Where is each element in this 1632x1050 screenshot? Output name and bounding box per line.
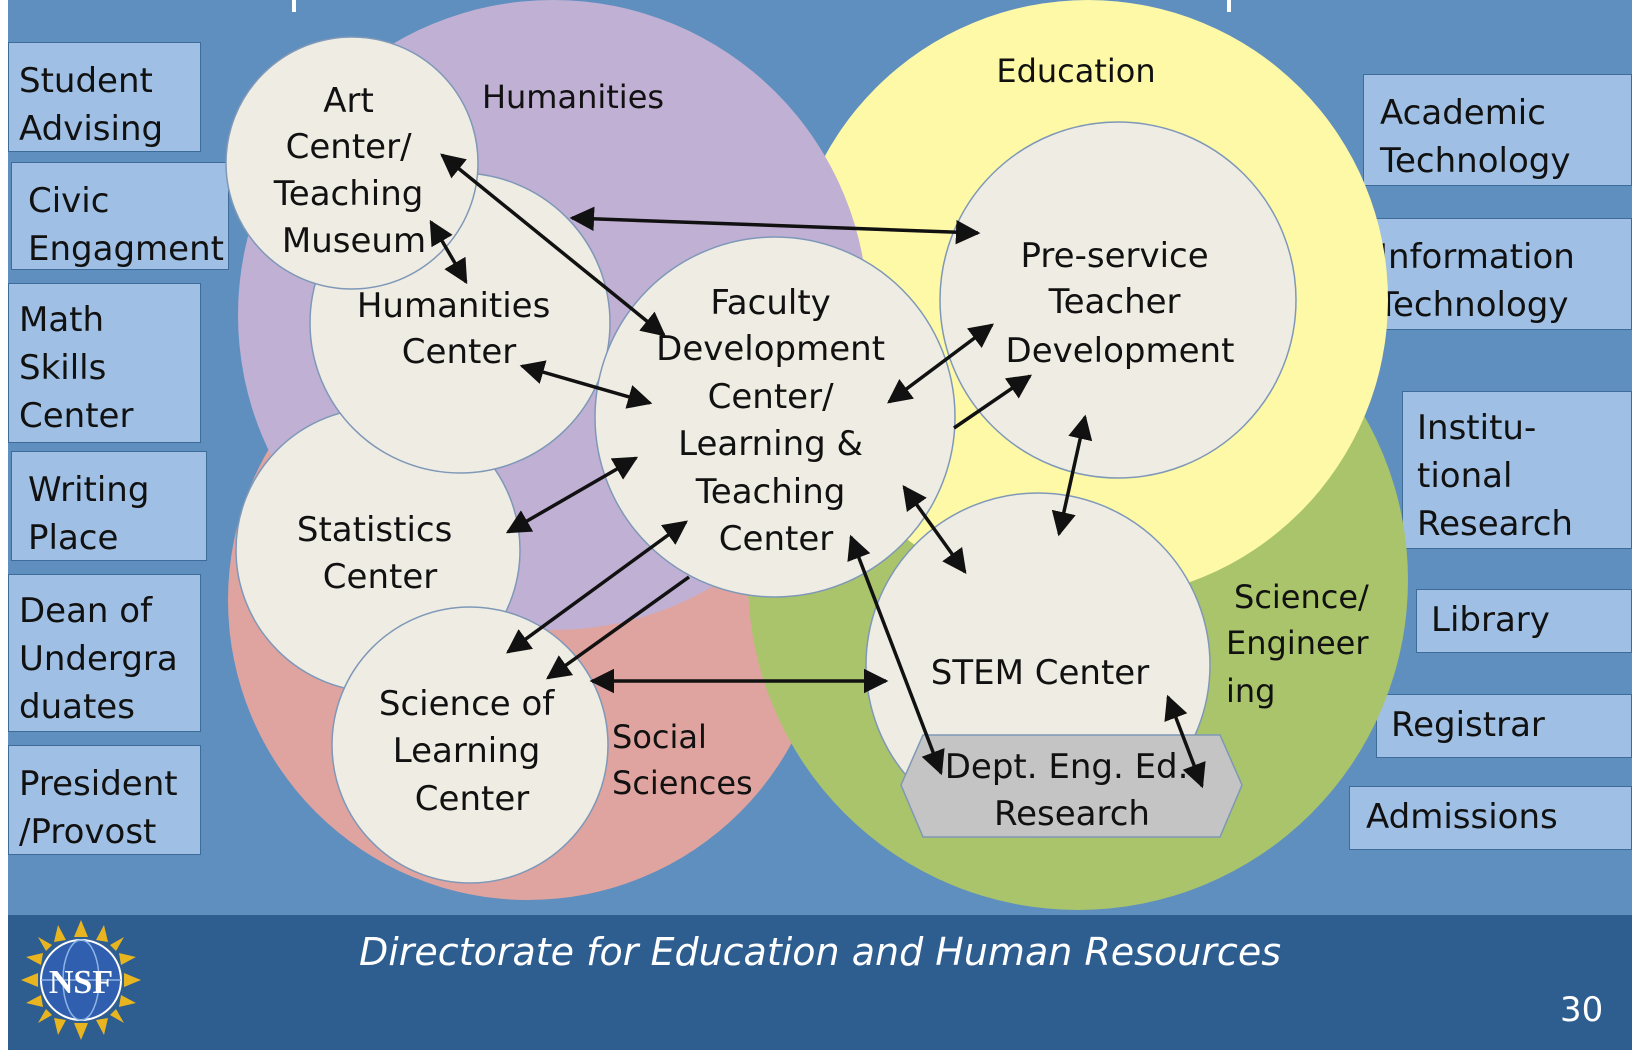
box-civic-engagement: Civic Engagment bbox=[11, 162, 229, 270]
arrow-humanities-preservice bbox=[569, 206, 981, 245]
arrow-faculty-science-learning bbox=[506, 520, 688, 654]
page-number: 30 bbox=[1560, 990, 1604, 1030]
box-math-skills-center: Math Skills Center bbox=[8, 283, 201, 443]
box-president-provost: President /Provost bbox=[8, 745, 201, 855]
label-social-sciences: Social Sciences bbox=[612, 718, 753, 802]
footer-bar bbox=[8, 915, 1632, 1050]
slide: Student Advising Civic Engagment Math Sk… bbox=[8, 0, 1632, 1050]
nsf-logo-text: NSF bbox=[49, 964, 113, 1001]
label-faculty-center: Faculty Development Center/ Learning & T… bbox=[656, 283, 896, 559]
box-dean-of-undergraduates: Dean of Undergra duates bbox=[8, 574, 201, 732]
label-statistics-center: Statistics Center bbox=[297, 510, 463, 597]
label-science-engineering: Science/ Engineer ing bbox=[1226, 578, 1379, 710]
arrow-faculty-stem bbox=[902, 485, 967, 574]
box-library: Library bbox=[1416, 589, 1632, 653]
arrow-faculty-preservice-2 bbox=[953, 374, 1033, 430]
box-writing-place: Writing Place bbox=[11, 451, 207, 561]
label-humanities: Humanities bbox=[482, 78, 664, 116]
label-dept-eng-ed: Dept. Eng. Ed. Research bbox=[945, 747, 1200, 834]
arrow-faculty-dept bbox=[847, 534, 945, 776]
label-science-learning: Science of Learning Center bbox=[379, 684, 565, 819]
label-preservice: Pre-service Teacher Development bbox=[1006, 236, 1235, 371]
box-admissions: Admissions bbox=[1349, 786, 1632, 850]
box-institutional-research: Institu- tional Research bbox=[1402, 391, 1632, 549]
arrow-humanities-faculty bbox=[519, 360, 653, 409]
science-learning-circle bbox=[331, 606, 609, 884]
box-registrar: Registrar bbox=[1376, 694, 1632, 758]
arrow-art-humanities bbox=[429, 219, 468, 285]
arrow-statistics-faculty bbox=[505, 456, 639, 534]
arrow-faculty-science-learning-2 bbox=[546, 575, 691, 680]
label-art-center: Art Center/ Teaching Museum bbox=[273, 81, 434, 261]
arrow-stem-dept bbox=[1164, 694, 1206, 789]
box-information-technology: Information Technology bbox=[1363, 218, 1632, 330]
box-student-advising: Student Advising bbox=[8, 42, 201, 152]
arrow-art-faculty bbox=[440, 153, 666, 337]
label-education: Education bbox=[996, 52, 1155, 90]
label-stem-center: STEM Center bbox=[931, 653, 1149, 693]
top-mark-left bbox=[292, 0, 296, 12]
dept-eng-ed-box bbox=[900, 734, 1243, 838]
arrow-faculty-preservice bbox=[887, 323, 994, 404]
footer-title: Directorate for Education and Human Reso… bbox=[358, 930, 1282, 974]
nsf-logo: NSF bbox=[21, 920, 141, 1040]
nsf-logo-stars bbox=[21, 920, 141, 1040]
arrow-preservice-stem bbox=[1051, 414, 1093, 537]
venn-diagram: Humanities Education Social Sciences Sci… bbox=[225, 0, 1408, 910]
top-mark-right bbox=[1227, 0, 1231, 12]
